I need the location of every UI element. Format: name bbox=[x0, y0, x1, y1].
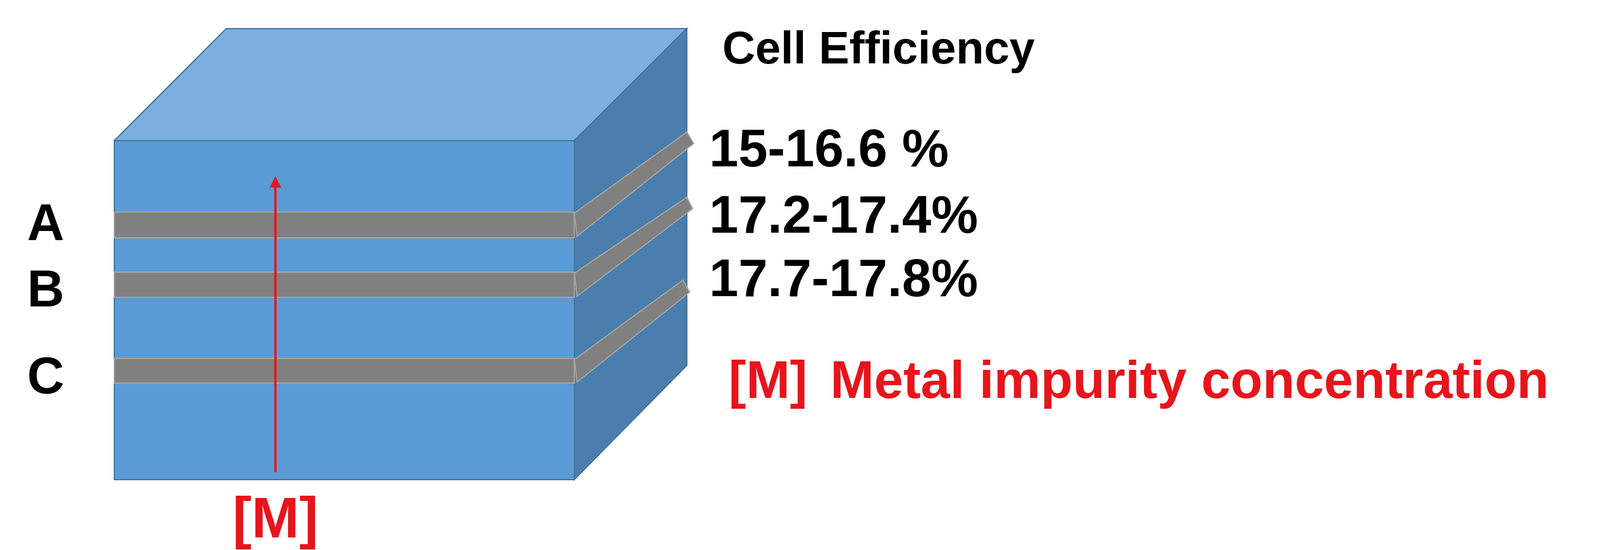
arrow-label: [M] bbox=[232, 488, 319, 546]
efficiency-value: 15-16.6 % bbox=[709, 121, 949, 175]
wafer-slice bbox=[114, 212, 575, 238]
impurity-arrow bbox=[274, 181, 277, 472]
wafer-slice bbox=[114, 358, 575, 383]
block-front-face bbox=[114, 140, 575, 480]
symbol-key: [M] bbox=[728, 353, 808, 406]
wafer-slice-side bbox=[574, 197, 693, 296]
slice-label: C bbox=[27, 349, 65, 402]
symbol-description: Metal impurity concentration bbox=[830, 353, 1550, 406]
column-heading: Cell Efficiency bbox=[722, 25, 1035, 71]
wafer-slice bbox=[114, 272, 575, 298]
slice-label: A bbox=[27, 196, 65, 248]
slice-label: B bbox=[27, 262, 65, 315]
wafer-slice-side bbox=[574, 280, 690, 382]
efficiency-value: 17.7-17.8% bbox=[709, 251, 979, 304]
efficiency-value: 17.2-17.4% bbox=[709, 188, 979, 241]
